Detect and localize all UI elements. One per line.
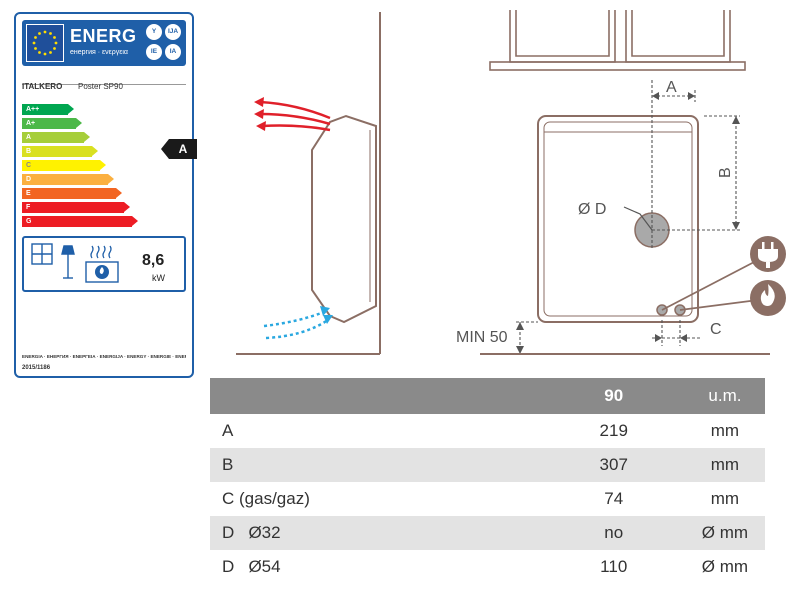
- dim-label-min: MIN 50: [456, 329, 508, 346]
- row-label: B: [210, 448, 543, 482]
- energy-scale: A++ A+ A B C D E F G: [22, 104, 182, 234]
- front-view-diagram: A B Ø D C MIN 50: [456, 10, 786, 355]
- energy-label-header: ENERG енергия · ενεργεια Y IJA IE IA: [22, 20, 186, 66]
- dim-label-d: Ø D: [578, 201, 606, 218]
- dim-label-c: C: [710, 321, 722, 338]
- dim-label-a: A: [666, 79, 677, 96]
- scale-bar: A++: [22, 104, 74, 115]
- row-value: 74: [604, 489, 624, 508]
- scale-bar: F: [22, 202, 130, 213]
- spec-table: 90 u.m. A 219 mm B 307 mm C (gas/gaz) 74…: [210, 378, 765, 584]
- electric-plug-icon: [750, 236, 786, 272]
- gas-flame-icon: [750, 280, 786, 316]
- row-label: C (gas/gaz): [222, 489, 310, 508]
- row-value: 307: [542, 448, 685, 482]
- row-value: 110: [600, 557, 628, 576]
- heat-waves-icon: [90, 245, 112, 259]
- row-label: D Ø54: [222, 557, 281, 576]
- dimension-arrowheads: [516, 92, 740, 354]
- scale-bar: A+: [22, 118, 82, 129]
- wall: [236, 12, 381, 355]
- language-badges: Y IJA IE IA: [146, 24, 182, 62]
- lang-badge: IE: [146, 44, 162, 60]
- cold-air-arrows: [263, 306, 333, 340]
- heater-side-profile: [311, 114, 377, 324]
- fire-icon: [85, 261, 119, 283]
- power-value: 8,6: [142, 252, 165, 269]
- row-unit: mm: [684, 448, 765, 482]
- power-unit: kW: [152, 273, 165, 283]
- scale-bar: D: [22, 174, 114, 185]
- energy-subtitle: енергия · ενεργεια: [70, 49, 128, 56]
- wall-cabinet: [489, 10, 746, 71]
- row-unit: Ø mm: [684, 516, 765, 550]
- scale-bar: C: [22, 160, 106, 171]
- eu-flag-icon: [26, 24, 64, 62]
- model-name: Poster SP90: [78, 82, 123, 91]
- row-label: D Ø32: [210, 516, 543, 550]
- heater-front: [537, 115, 699, 323]
- scale-bar: A: [22, 132, 90, 143]
- row-unit: mm: [710, 421, 740, 440]
- row-value: no: [542, 516, 685, 550]
- scale-bar: B: [22, 146, 98, 157]
- table-row: C (gas/gaz) 74 mm: [210, 482, 765, 516]
- energy-regulation: 2015/1186: [22, 365, 51, 371]
- lamp-icon: [61, 245, 75, 279]
- energy-rating: A: [169, 139, 197, 159]
- side-view-diagram: [236, 12, 381, 355]
- row-value: 219: [599, 421, 628, 440]
- connection-points: [656, 259, 759, 316]
- lang-badge: IJA: [165, 24, 181, 40]
- energy-title: ENERG: [70, 26, 137, 46]
- table-header-unit: u.m.: [684, 378, 765, 414]
- row-label: A: [222, 421, 234, 440]
- power-box: 8,6 kW: [22, 236, 186, 292]
- dim-label-b: B: [717, 167, 734, 178]
- table-row: D Ø32 no Ø mm: [210, 516, 765, 550]
- brand-row: ITALKERO Poster SP90: [22, 82, 186, 91]
- row-unit: Ø mm: [701, 557, 749, 576]
- table-header-row: 90 u.m.: [210, 378, 765, 414]
- table-row: D Ø54 110 Ø mm: [210, 550, 765, 584]
- scale-bar: G: [22, 216, 138, 227]
- lang-badge: Y: [146, 24, 162, 40]
- table-header-label: [210, 378, 543, 414]
- row-unit: mm: [710, 489, 740, 508]
- hot-air-arrows: [254, 97, 331, 132]
- brand-name: ITALKERO: [22, 82, 63, 91]
- energy-footer: ENERGIA · ЕНЕРГИЯ · ΕΝΕΡΓΕΙΑ · ENERGIJA …: [22, 354, 186, 359]
- table-row: A 219 mm: [210, 414, 765, 448]
- energy-rating-arrow: A: [161, 139, 197, 159]
- room-heating-icon: [31, 243, 53, 265]
- scale-bar: E: [22, 188, 122, 199]
- energy-label: ENERG енергия · ενεργεια Y IJA IE IA ITA…: [14, 12, 197, 378]
- lang-badge: IA: [165, 44, 181, 60]
- table-row: B 307 mm: [210, 448, 765, 482]
- table-header-model: 90: [542, 378, 685, 414]
